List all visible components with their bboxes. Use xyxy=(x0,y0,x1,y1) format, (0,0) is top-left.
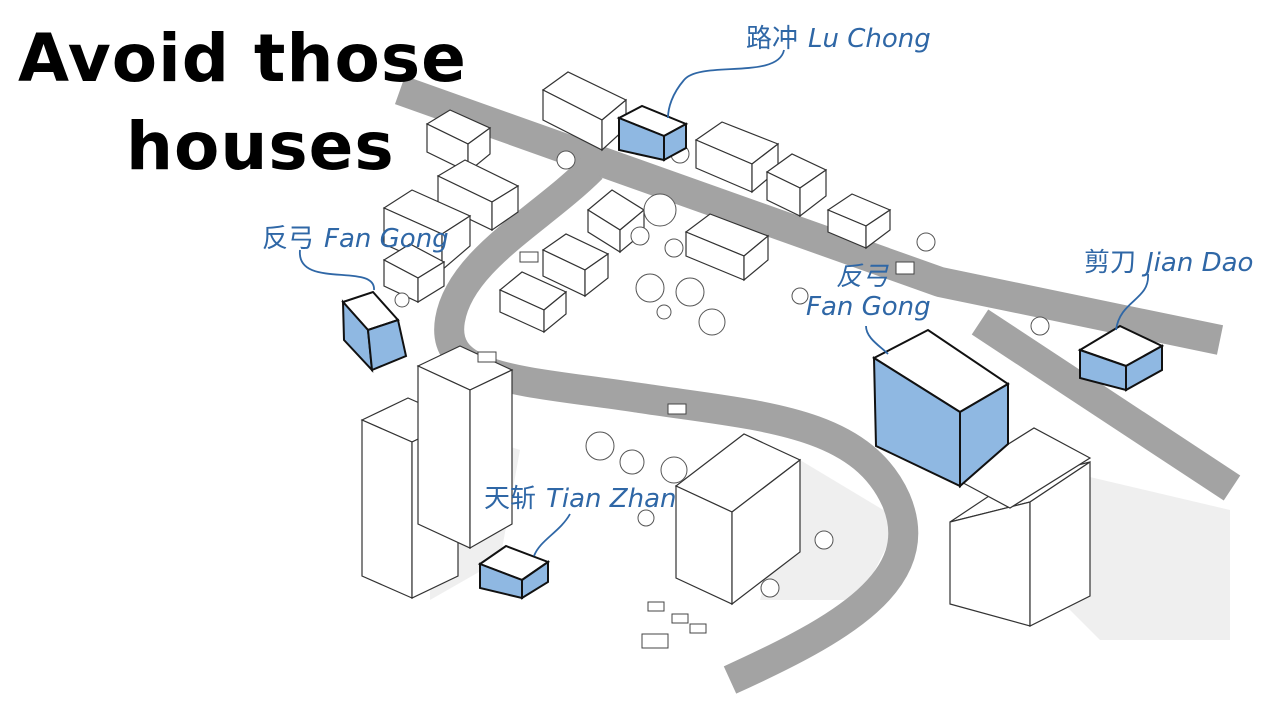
annotation-leaders xyxy=(299,49,1149,557)
title-line-1: Avoid those xyxy=(18,20,467,97)
fan-gong-house-large xyxy=(871,328,1010,489)
lu-chong-house xyxy=(616,104,689,162)
annotation-fan-gong-left-latin: Fan Gong xyxy=(324,224,449,254)
annotation-lu-chong-chinese: 路冲 xyxy=(746,24,799,54)
jian-dao-house xyxy=(1077,324,1165,392)
curved-road xyxy=(434,157,919,694)
annotation-fan-gong-left-chinese: 反弓 xyxy=(262,224,315,254)
annotation-lu-chong: 路冲 Lu Chong xyxy=(746,18,931,55)
annotation-fan-gong-right-chinese: 反弓 xyxy=(836,262,889,292)
highlighted-houses xyxy=(341,104,1165,600)
annotation-jian-dao-latin: Jian Dao xyxy=(1146,248,1254,278)
annotation-jian-dao: 剪刀 Jian Dao xyxy=(1084,242,1253,279)
road-network xyxy=(394,75,1241,694)
annotation-tian-zhan: 天斩 Tian Zhan xyxy=(484,478,677,515)
tian-zhan-house xyxy=(477,544,551,600)
annotation-lu-chong-latin: Lu Chong xyxy=(808,24,931,54)
annotation-jian-dao-chinese: 剪刀 xyxy=(1084,248,1137,278)
fan-gong-house-left xyxy=(341,290,408,373)
annotation-tian-zhan-chinese: 天斩 xyxy=(484,484,537,514)
upper-road xyxy=(394,75,1224,355)
annotation-fan-gong-left: 反弓 Fan Gong xyxy=(262,218,449,255)
buildings xyxy=(360,71,1092,627)
trees xyxy=(394,144,1050,598)
branch-road xyxy=(971,309,1241,501)
cars xyxy=(477,251,915,649)
annotation-tian-zhan-latin: Tian Zhan xyxy=(546,484,677,514)
title-line-2: houses xyxy=(126,108,395,185)
annotation-fan-gong-right-latin: Fan Gong xyxy=(806,292,931,322)
